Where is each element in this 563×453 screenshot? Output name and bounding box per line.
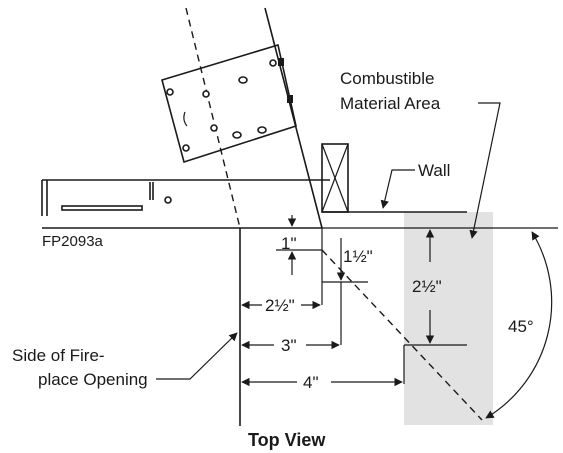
dimension-2-5-vertical [404,229,467,346]
fireplace-side-edge [185,7,323,229]
angle-45-arc [485,231,553,419]
dimension-1-5-label: 1½" [343,247,373,266]
dimension-1 [276,215,322,275]
combustible-leader [469,102,501,239]
side-opening-label-line1: Side of Fire- [12,346,105,365]
dimension-2-5-horizontal-label: 2½" [265,296,295,315]
side-opening-leader [156,332,238,380]
dimension-3-label: 3" [281,336,297,355]
view-title: Top View [248,430,326,450]
dimension-1-label: 1" [281,234,297,253]
wall-leader [380,169,415,209]
clearance-45-line [321,249,483,421]
combustible-material-area [404,212,493,425]
dimension-1-5 [322,238,368,283]
dimension-2-5-vertical-label: 2½" [412,277,442,296]
horizontal-strap [41,179,330,229]
figure-code: FP2093a [42,233,104,250]
side-opening-label-line2: place Opening [38,370,148,389]
angle-45-label: 45° [508,317,534,336]
wall-stud [321,143,349,213]
dimension-4-label: 4" [303,373,319,392]
combustible-label-line1: Combustible [340,69,435,88]
combustible-label-line2: Material Area [340,94,441,113]
mounting-bracket [161,43,297,164]
wall-label: Wall [418,161,450,180]
